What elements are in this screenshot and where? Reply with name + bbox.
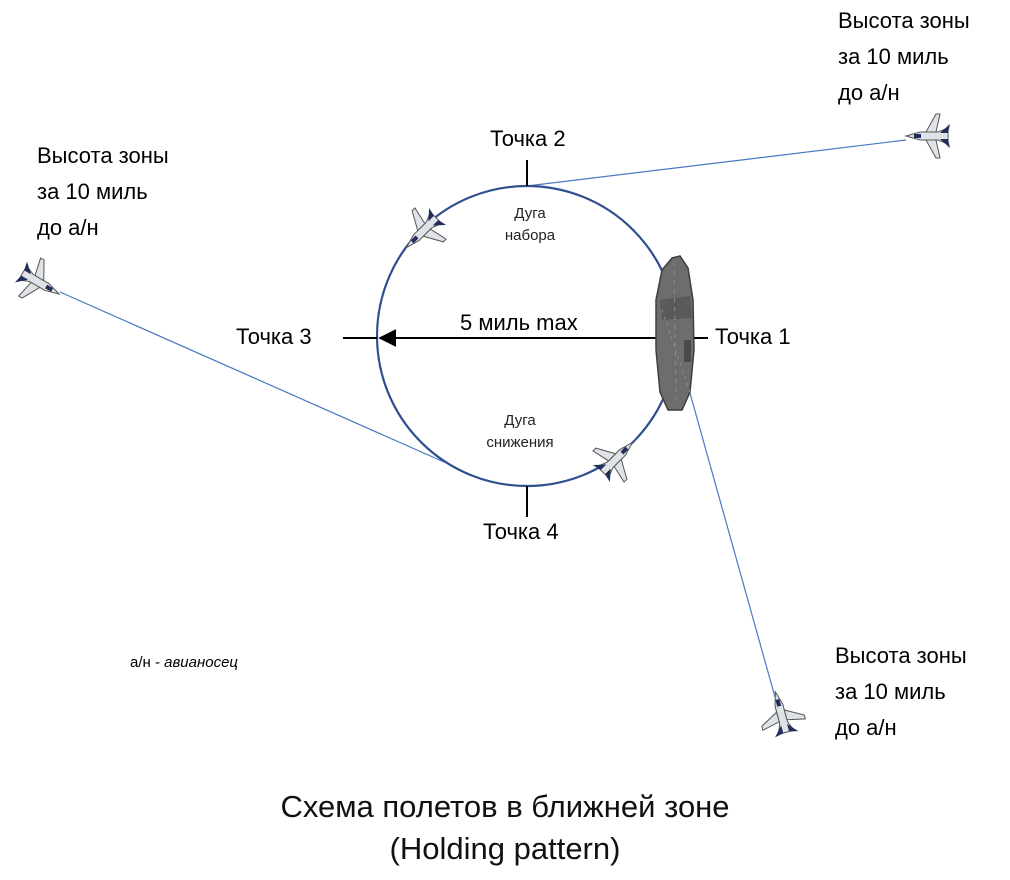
fighter-jet-icon-descent — [592, 441, 634, 483]
entry-note-top-right-line3: до а/н — [838, 80, 900, 105]
climb-arc-label-line1: Дуга — [514, 205, 546, 222]
fighter-jet-icon-top-right — [904, 113, 950, 159]
point4-label: Точка 4 — [483, 519, 559, 544]
entry-note-top-right-line2: за 10 миль — [838, 44, 949, 69]
route-line-bottom-right — [687, 385, 776, 698]
point1-label: Точка 1 — [715, 324, 791, 349]
entry-note-bottom-right: Высота зоны за 10 миль до а/н — [835, 638, 967, 746]
descent-arc-label: Дуга снижения — [470, 410, 570, 454]
aircraft-carrier-icon — [655, 255, 695, 411]
fighter-jet-icon-climb — [405, 207, 447, 249]
fighter-jet-icon-left — [14, 257, 61, 299]
entry-note-bottom-right-line3: до а/н — [835, 715, 897, 740]
entry-note-bottom-right-line1: Высота зоны — [835, 643, 967, 668]
entry-note-left-line3: до а/н — [37, 215, 99, 240]
entry-note-bottom-right-line2: за 10 миль — [835, 679, 946, 704]
entry-note-left-line1: Высота зоны — [37, 143, 169, 168]
point3-label: Точка 3 — [236, 324, 312, 349]
descent-arc-label-line2: снижения — [486, 434, 554, 451]
fighter-jet-icon-bottom-right — [761, 689, 807, 738]
legend-abbr: а/н - — [130, 654, 165, 671]
climb-arc-label: Дуга набора — [480, 203, 580, 247]
route-line-top-right — [526, 139, 907, 187]
route-line-left — [59, 291, 445, 463]
entry-note-top-right-line1: Высота зоны — [838, 8, 970, 33]
legend-term: авианосец — [164, 654, 238, 671]
diagram-title: Схема полетов в ближней зоне (Holding pa… — [0, 786, 1010, 870]
descent-arc-label-line1: Дуга — [504, 412, 536, 429]
point2-label: Точка 2 — [490, 126, 566, 151]
entry-note-top-right: Высота зоны за 10 миль до а/н — [838, 3, 970, 111]
entry-note-left: Высота зоны за 10 миль до а/н — [37, 138, 169, 246]
diagram-title-line1: Схема полетов в ближней зоне — [280, 789, 730, 824]
abbreviation-legend: а/н - авианосец — [130, 654, 238, 671]
diagram-title-line2: (Holding pattern) — [389, 831, 621, 866]
entry-note-left-line2: за 10 миль — [37, 179, 148, 204]
diameter-label: 5 миль max — [460, 310, 578, 335]
climb-arc-label-line2: набора — [504, 227, 556, 244]
